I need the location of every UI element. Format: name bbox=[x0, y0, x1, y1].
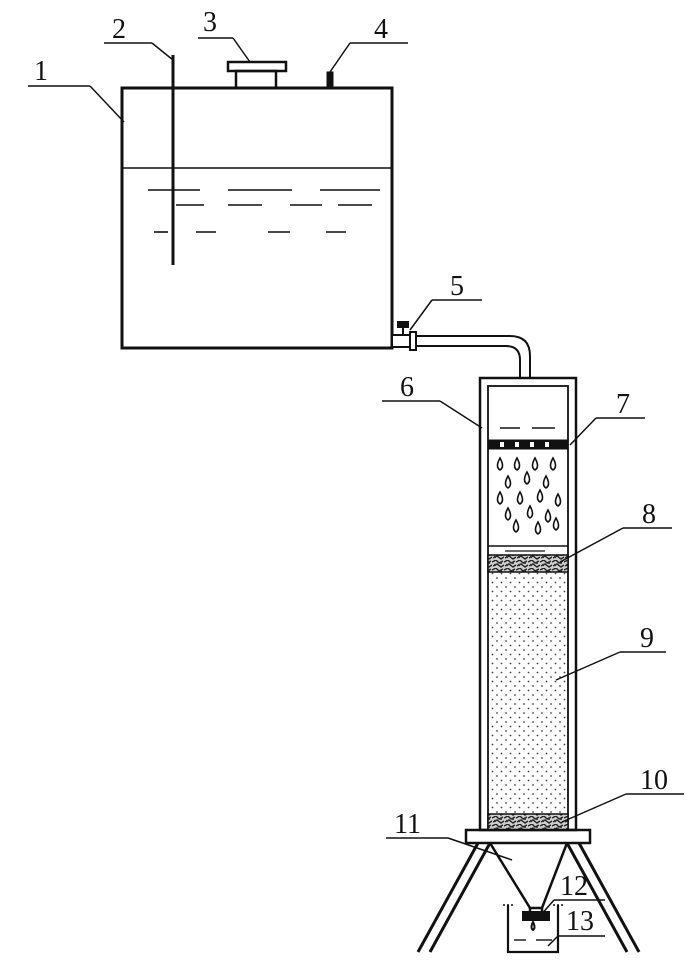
upper-gravel-layer bbox=[487, 545, 569, 573]
lower-gravel-layer bbox=[487, 813, 569, 831]
support-stand bbox=[416, 842, 641, 953]
water-tank bbox=[120, 86, 394, 350]
label-12: 12 bbox=[560, 871, 588, 902]
label-2: 2 bbox=[112, 14, 126, 45]
part-labels: 1 2 3 4 5 6 7 8 9 10 11 12 13 bbox=[34, 7, 668, 937]
vent-nozzle bbox=[326, 71, 334, 89]
label-4: 4 bbox=[374, 14, 388, 45]
label-8: 8 bbox=[642, 499, 656, 530]
label-13: 13 bbox=[566, 906, 594, 937]
water-droplets bbox=[496, 456, 562, 535]
tank-cap bbox=[226, 60, 288, 90]
label-10: 10 bbox=[640, 765, 668, 796]
label-11: 11 bbox=[394, 809, 421, 840]
feed-pipe bbox=[416, 335, 531, 378]
label-9: 9 bbox=[640, 623, 654, 654]
collection-beaker bbox=[503, 904, 563, 954]
outlet-valve bbox=[391, 321, 417, 351]
sand-filter-bed bbox=[487, 571, 569, 815]
outlet-tap bbox=[522, 911, 550, 932]
leader-lines bbox=[28, 37, 684, 947]
water-level-marks bbox=[148, 189, 380, 233]
label-1: 1 bbox=[34, 56, 48, 87]
label-7: 7 bbox=[616, 389, 630, 420]
distributor-plate bbox=[487, 427, 569, 450]
label-5: 5 bbox=[450, 271, 464, 302]
label-3: 3 bbox=[203, 7, 217, 38]
label-6: 6 bbox=[400, 372, 414, 403]
